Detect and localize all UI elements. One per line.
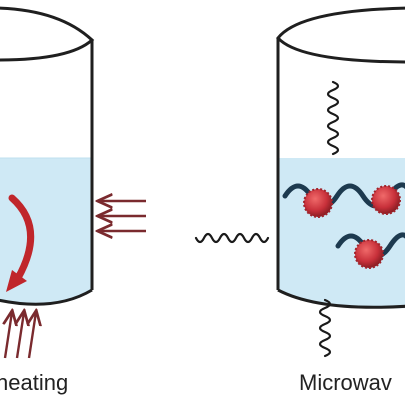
right-panel-caption: Microwav [299,370,392,395]
bottom-heat-arrows-icon [5,312,36,359]
right-beaker-rim [276,6,405,64]
microwave-squiggle-icon [194,80,340,358]
left-beaker-rim [0,6,95,62]
hot-particle-icon [303,185,401,269]
right-beaker-bottom [277,288,405,309]
convection-arrow-icon [6,194,34,292]
right-beaker [276,6,405,309]
side-heat-arrows-icon [99,201,146,231]
left-panel-caption: heating [0,370,69,395]
left-beaker-bottom [0,288,93,306]
right-liquid [278,158,405,309]
left-beaker [0,6,95,306]
